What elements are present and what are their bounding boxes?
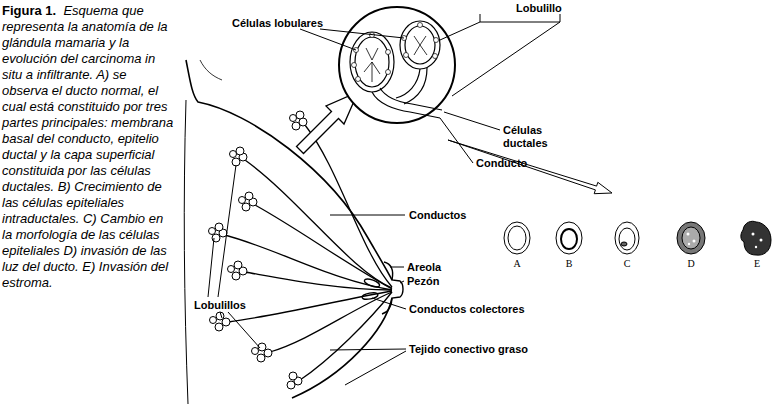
stage-letter: E (754, 258, 760, 269)
part-label: Lobulillo (516, 2, 562, 15)
part-label: Lobulillos (194, 299, 246, 312)
figure-title: Figura 1. (2, 3, 56, 18)
stage-letter: A (513, 258, 520, 269)
part-label: Conducto (476, 157, 527, 170)
stage-letter: C (624, 258, 631, 269)
part-label: Conductos (409, 209, 466, 222)
part-label: Pezón (407, 275, 439, 288)
stage-letter: B (566, 258, 573, 269)
part-label: Conductos colectores (409, 303, 525, 316)
part-label: Células lobulares (232, 17, 323, 30)
part-label: Tejido conectivo graso (409, 343, 528, 356)
part-label: Células ductales (503, 124, 559, 150)
stage-letter: D (687, 258, 694, 269)
figure-caption: Esquema que representa la anatomía de la… (2, 3, 173, 290)
part-label: Areola (407, 261, 441, 274)
figure-caption-block: Figura 1. Esquema que representa la anat… (2, 3, 174, 291)
